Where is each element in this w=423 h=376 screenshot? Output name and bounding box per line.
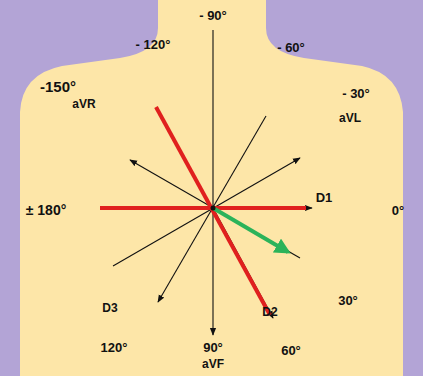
angle-label: - 30° (342, 87, 370, 100)
angle-label: aVF (202, 358, 224, 370)
angle-label: 90° (203, 341, 223, 354)
angle-label: D1 (316, 191, 333, 204)
mean-axis-arrow (213, 208, 288, 252)
red-axis-line (100, 206, 306, 210)
red-axis-line (156, 107, 270, 315)
angle-label: - 60° (277, 41, 305, 54)
angle-label: 0° (392, 204, 404, 217)
angle-label: ± 180° (26, 203, 67, 217)
angle-label: D3 (102, 302, 117, 314)
angle-label: - 90° (199, 9, 227, 22)
angle-label: aVR (72, 98, 95, 110)
center-dot (211, 206, 216, 211)
avl-axis (113, 158, 300, 266)
angle-label: - 120° (136, 38, 171, 51)
angle-label: aVL (339, 112, 361, 124)
angle-label: -150° (40, 79, 76, 94)
angle-label: 30° (338, 294, 358, 307)
angle-label: 120° (101, 341, 128, 354)
angle-label: D2 (262, 306, 277, 318)
torso-silhouette (20, 0, 403, 376)
angle-label: 60° (281, 344, 301, 357)
avf-axis (212, 30, 213, 335)
